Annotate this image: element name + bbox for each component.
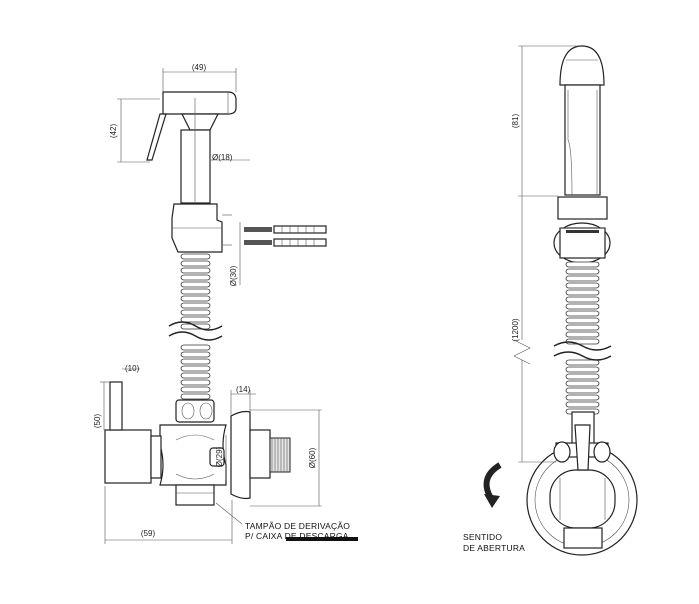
dim-total-width: (59) bbox=[141, 529, 156, 538]
cap-note-line2: P/ CAIXA DE DESCARGA bbox=[245, 531, 349, 541]
valve-lever bbox=[109, 381, 123, 431]
front-view: (49) (42) Ø(18) Ø(30) (10) (50) (14) Ø(2… bbox=[93, 63, 358, 544]
dim-mount-diameter: Ø(30) bbox=[229, 265, 238, 286]
flexible-hose-side bbox=[553, 261, 612, 415]
holder-side bbox=[557, 196, 608, 220]
dim-flange-depth: (14) bbox=[236, 385, 251, 394]
dimension-lines bbox=[100, 68, 322, 544]
lever-side bbox=[574, 424, 591, 471]
bottom-outlet-side bbox=[563, 527, 603, 549]
valve-handle bbox=[104, 429, 152, 484]
handset-head bbox=[162, 91, 237, 115]
dim-hose-diameter: Ø(18) bbox=[212, 153, 233, 162]
dim-handle-height: (42) bbox=[109, 124, 118, 139]
handset-neck bbox=[181, 113, 219, 131]
handset-top bbox=[559, 45, 605, 86]
dim-hose-length: (1200) bbox=[511, 318, 520, 341]
flexible-hose bbox=[168, 253, 223, 400]
opening-note-line1: SENTIDO bbox=[463, 532, 502, 542]
hose-nut bbox=[175, 399, 215, 423]
dim-valve-diameter: Ø(29) bbox=[215, 446, 224, 467]
opening-note-line2: DE ABERTURA bbox=[463, 543, 525, 553]
trigger-lever bbox=[146, 113, 167, 161]
cap-note-line1: TAMPÃO DE DERIVAÇÃO bbox=[245, 521, 350, 531]
wall-screws bbox=[244, 225, 327, 247]
wall-flange bbox=[230, 410, 251, 500]
dim-lever-width: (10) bbox=[125, 364, 140, 373]
dim-handset-width: (49) bbox=[192, 63, 207, 72]
dimension-lines-side bbox=[513, 45, 580, 463]
bottom-outlet bbox=[175, 484, 215, 506]
handset-body-side bbox=[564, 84, 601, 196]
dim-lever-height: (50) bbox=[93, 414, 102, 429]
handset-shaft bbox=[180, 129, 211, 204]
thread-lines bbox=[271, 438, 288, 472]
dim-flange-diameter: Ø(60) bbox=[308, 447, 317, 468]
cap-note-underline bbox=[286, 537, 358, 541]
dim-holder-height: (81) bbox=[511, 114, 520, 129]
side-view: (81) (1200) SENTIDO DE ABERTURA bbox=[463, 45, 638, 556]
